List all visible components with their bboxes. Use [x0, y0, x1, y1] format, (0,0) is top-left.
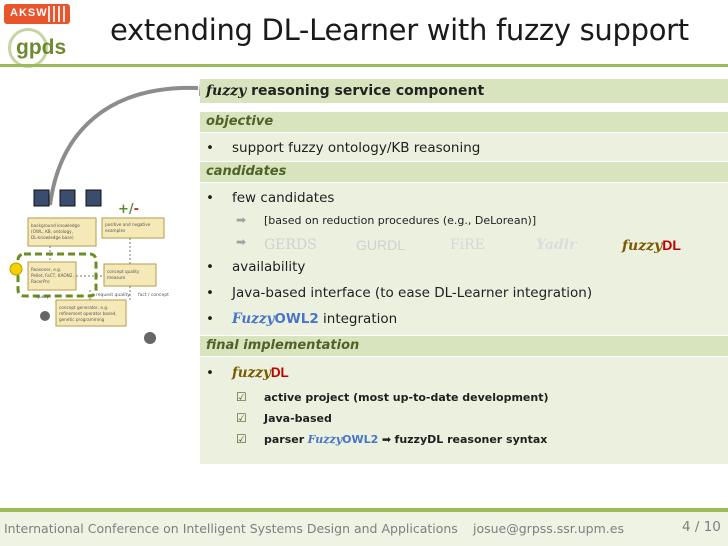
candidates-sub-1-text: [based on reduction procedures (e.g., De… — [264, 214, 537, 227]
arrow-head-icon — [199, 81, 200, 96]
fuzzyowl-prefix: Fuzzy — [232, 311, 275, 327]
candidates-item-3: •Java-based interface (to ease DL-Learne… — [206, 285, 593, 301]
svg-text:query: query — [36, 294, 49, 300]
candidates-item-2-text: availability — [232, 259, 306, 275]
component-title: reasoning service component — [251, 83, 485, 99]
reasoner-gerds: GERDS — [264, 237, 317, 253]
objective-bullet: •support fuzzy ontology/KB reasoning — [206, 140, 481, 156]
candidates-sub-2: ➡ — [236, 235, 264, 249]
slide-title: extending DL-Learner with fuzzy support — [110, 13, 689, 47]
checkbox-checked-icon: ☑ — [236, 432, 247, 446]
arrow-right-icon: ➡ — [236, 213, 247, 227]
candidates-item-4: •FuzzyOWL2 integration — [206, 311, 398, 327]
lightbulb-icon — [9, 262, 23, 276]
parser-fuzzy: Fuzzy — [307, 433, 343, 446]
arrow-right-icon: ➡ — [236, 235, 247, 249]
arrow-right-icon: ➡ — [381, 433, 392, 446]
candidates-heading: candidates — [200, 162, 728, 182]
curved-arrow-icon — [48, 85, 199, 206]
candidates-body — [200, 183, 728, 335]
svg-text:request quality: request quality — [96, 292, 130, 298]
final-check-2: ☑ Java-based — [236, 411, 332, 425]
footer-bar — [0, 512, 728, 546]
svg-text:concept quality: concept quality — [107, 269, 140, 274]
reasoner-yadlr: Yadlr — [536, 237, 577, 253]
svg-text:genetic programming: genetic programming — [59, 317, 105, 322]
candidates-item-2: •availability — [206, 259, 306, 275]
objective-body — [200, 133, 728, 161]
gpds-logo-text: gpds — [16, 36, 67, 59]
component-heading: fuzzy reasoning service component — [200, 79, 728, 103]
footer-divider — [0, 508, 728, 512]
svg-text:positive and negative: positive and negative — [105, 222, 151, 227]
reasoner-fire: FiRE — [450, 237, 485, 253]
final-choice: •fuzzyDL — [206, 365, 289, 381]
svg-text:(OWL, KB, ontology,: (OWL, KB, ontology, — [31, 229, 73, 234]
objective-bullet-text: support fuzzy ontology/KB reasoning — [232, 140, 481, 156]
candidates-item-1: •few candidates — [206, 190, 335, 206]
candidates-item-3-text: Java-based interface (to ease DL-Learner… — [232, 285, 593, 301]
parser-owl: OWL2 — [342, 433, 379, 446]
reasoner-fuzzydl: fuzzyDL — [622, 237, 681, 254]
objective-heading-text: objective — [206, 114, 274, 129]
final-check-3: ☑ parser FuzzyOWL2 ➡ fuzzyDL reasoner syn… — [236, 432, 547, 446]
checkbox-checked-icon: ☑ — [236, 390, 247, 404]
final-choice-prefix: fuzzy — [232, 365, 271, 381]
svg-text:measure: measure — [107, 275, 126, 280]
svg-text:Reasoner, e.g.: Reasoner, e.g. — [31, 267, 61, 272]
svg-text:Pellet, FaCT, KAON2,: Pellet, FaCT, KAON2, — [31, 273, 74, 278]
svg-text:concept generator, e.g.: concept generator, e.g. — [59, 305, 108, 310]
reasoner-gurdl: GURDL — [356, 237, 406, 253]
candidates-sub-1: ➡ [based on reduction procedures (e.g., D… — [236, 213, 536, 227]
component-fuzzy: fuzzy — [206, 83, 247, 99]
fuzzydl-suffix: DL — [662, 237, 681, 253]
svg-text:refinement operator based,: refinement operator based, — [59, 311, 117, 316]
candidates-item-4-text: integration — [323, 311, 398, 327]
fuzzyowl-suffix: OWL2 — [274, 311, 319, 327]
candidates-item-1-text: few candidates — [232, 190, 335, 206]
parser-prefix: parser — [264, 433, 305, 446]
owl-icon — [33, 189, 50, 207]
fuzzydl-prefix: fuzzy — [622, 238, 663, 254]
final-body — [200, 357, 728, 464]
footer-email[interactable]: josue@grpss.ssr.upm.es — [473, 521, 624, 536]
gear-icon — [144, 332, 156, 344]
candidates-heading-text: candidates — [206, 164, 287, 179]
aksw-logo-text: AKSW — [10, 7, 48, 19]
checkbox-checked-icon: ☑ — [236, 411, 247, 425]
final-check-1-text: active project (most up-to-date developm… — [264, 391, 549, 404]
footer-page-number: 4 / 10 — [682, 519, 721, 535]
dl-learner-diagram: +/- background knowledge (OWL, KB, ontol… — [9, 81, 200, 344]
aksw-logo: AKSW — [4, 4, 70, 24]
final-heading: final implementation — [200, 336, 728, 356]
svg-text:DL-knowledge base): DL-knowledge base) — [31, 235, 74, 240]
owl-icon — [59, 189, 76, 207]
logo-stripes-icon — [48, 6, 66, 22]
owl-icon — [85, 189, 102, 207]
final-choice-suffix: DL — [270, 365, 289, 380]
objective-heading: objective — [200, 112, 728, 132]
svg-text:fact / concept: fact / concept — [138, 292, 169, 298]
footer-conference: International Conference on Intelligent … — [4, 521, 458, 536]
final-check-1: ☑ active project (most up-to-date develop… — [236, 390, 549, 404]
parser-suffix: fuzzyDL reasoner syntax — [394, 433, 548, 446]
gear-icon — [40, 311, 50, 321]
final-check-2-text: Java-based — [264, 412, 332, 425]
diagram-box-text: background knowledge — [31, 223, 80, 228]
svg-text:examples: examples — [105, 228, 125, 233]
svg-text:RacerPro: RacerPro — [31, 279, 50, 284]
plus-minus-label: +/- — [118, 202, 139, 217]
title-divider — [0, 64, 728, 67]
final-heading-text: final implementation — [206, 338, 360, 353]
